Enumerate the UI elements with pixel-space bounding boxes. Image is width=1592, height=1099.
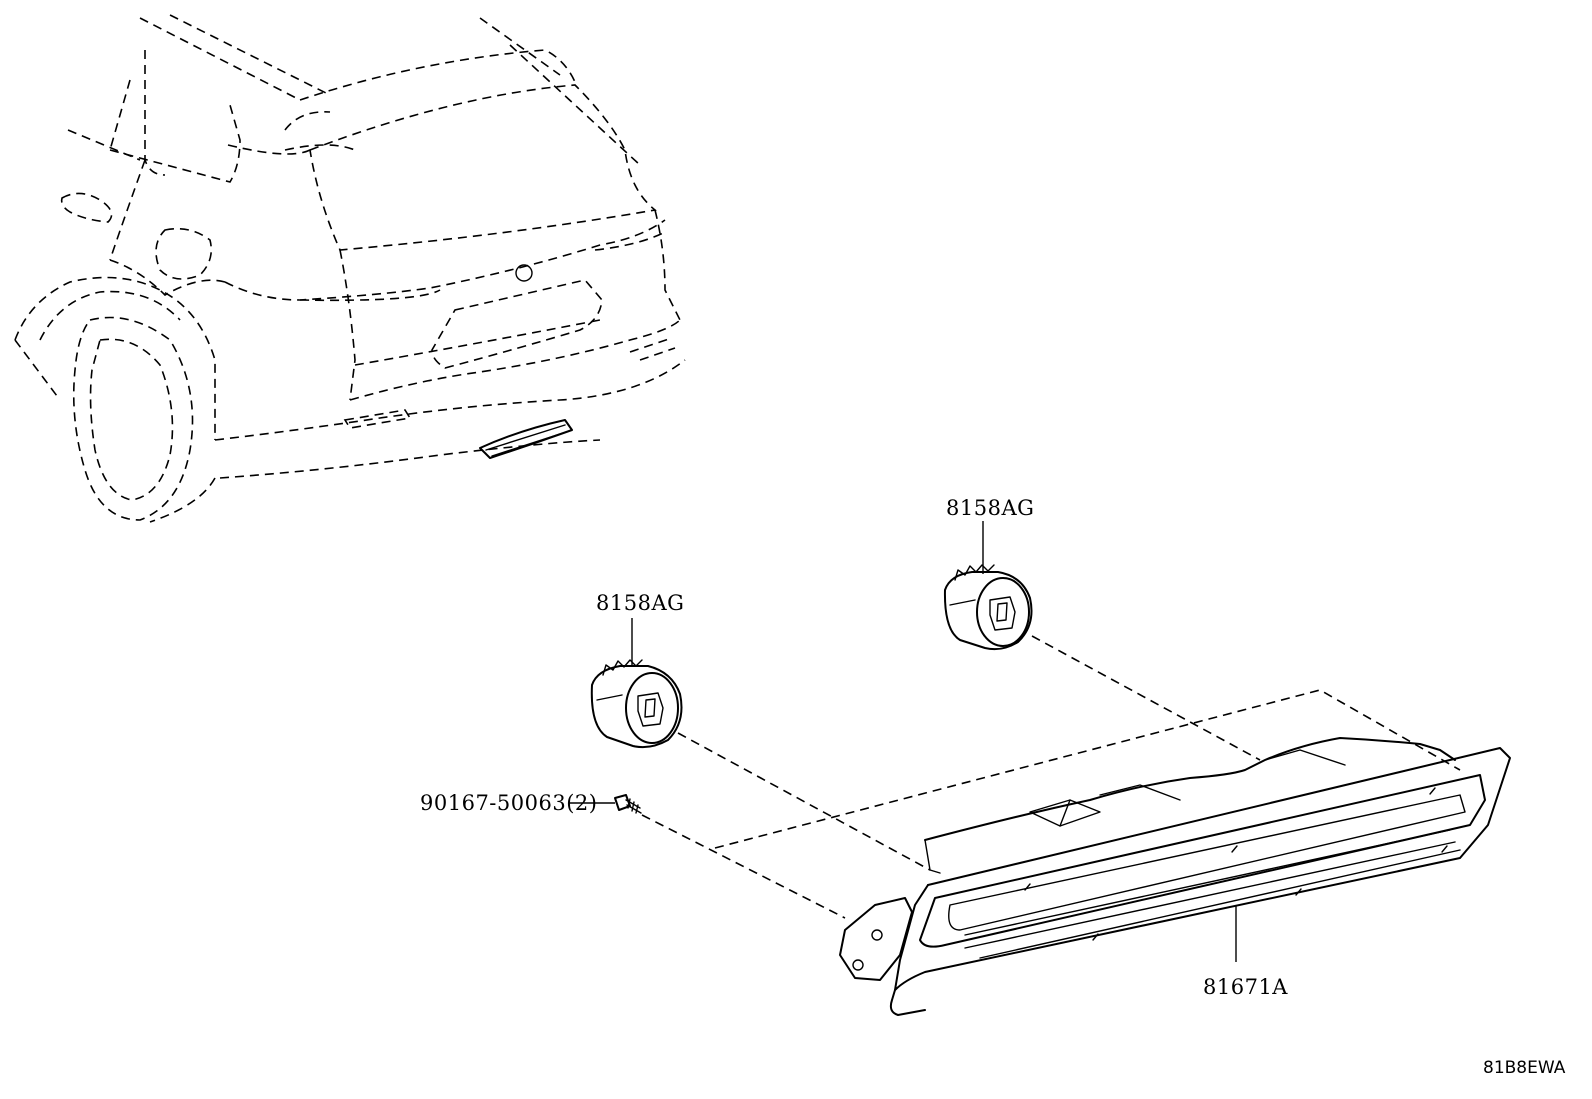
socket-upper bbox=[943, 521, 1033, 651]
socket-lower-label: 8158AG bbox=[596, 591, 684, 615]
screw-label: 90167-50063(2) bbox=[420, 791, 597, 815]
vehicle-rear-outline bbox=[14, 14, 686, 523]
stop-lamp-assembly bbox=[839, 737, 1511, 1016]
illustration-code: 81B8EWA bbox=[1483, 1058, 1566, 1078]
screw bbox=[568, 794, 642, 814]
stop-lamp-label: 81671A bbox=[1203, 975, 1288, 999]
assembly-lines bbox=[641, 635, 1461, 919]
socket-lower bbox=[590, 618, 683, 749]
socket-upper-label: 8158AG bbox=[946, 496, 1034, 520]
